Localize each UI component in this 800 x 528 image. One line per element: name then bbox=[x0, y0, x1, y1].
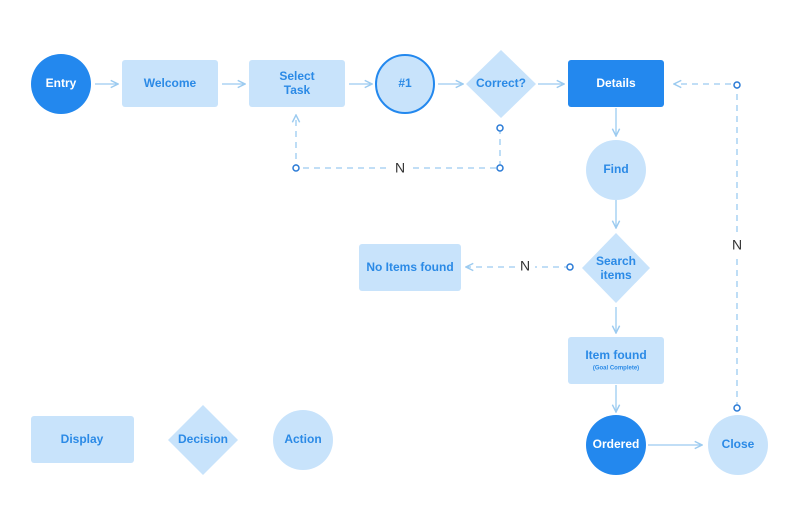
node-select-task[interactable]: Select Task bbox=[249, 60, 345, 107]
node-close-shape bbox=[708, 415, 768, 475]
node-correct[interactable]: Correct? bbox=[466, 50, 536, 118]
edge-label-search-no: N bbox=[520, 258, 530, 274]
node-select-task-label-2: Task bbox=[284, 83, 311, 97]
node-search-items-shape bbox=[582, 233, 650, 303]
node-ordered-label: Ordered bbox=[593, 437, 640, 451]
dot-loop-left bbox=[292, 164, 300, 172]
node-ordered-shape bbox=[586, 415, 646, 475]
node-search-items-label-1: Search bbox=[596, 254, 636, 268]
node-welcome-shape bbox=[122, 60, 218, 107]
node-no-items-found-shape bbox=[359, 244, 461, 291]
node-search-items[interactable]: Search items bbox=[582, 233, 650, 303]
node-step-one[interactable]: #1 bbox=[375, 54, 435, 114]
legend: Display Decision Action bbox=[31, 405, 333, 475]
dot-close-loop-corner bbox=[733, 81, 741, 89]
legend-action-shape bbox=[273, 410, 333, 470]
edge-label-bg bbox=[390, 159, 410, 177]
node-welcome[interactable]: Welcome bbox=[122, 60, 218, 107]
node-details[interactable]: Details bbox=[568, 60, 664, 107]
node-details-shape bbox=[568, 60, 664, 107]
node-select-task-shape bbox=[249, 60, 345, 107]
legend-decision: Decision bbox=[168, 405, 238, 475]
legend-action: Action bbox=[273, 410, 333, 470]
nodes: Entry Welcome Select Task #1 Correct? De… bbox=[31, 50, 768, 475]
edge-label-bg bbox=[515, 258, 535, 276]
node-search-items-label-2: items bbox=[600, 268, 632, 282]
node-step-one-label: #1 bbox=[398, 76, 412, 90]
node-item-found-label: Item found bbox=[585, 348, 646, 362]
legend-display-shape bbox=[31, 416, 134, 463]
dot-loop-right bbox=[496, 164, 504, 172]
edge-label-correct-no: N bbox=[395, 160, 405, 176]
node-item-found-shape bbox=[568, 337, 664, 384]
node-find[interactable]: Find bbox=[586, 140, 646, 200]
dot-close-top bbox=[733, 404, 741, 412]
node-correct-shape bbox=[466, 50, 536, 118]
node-no-items-found-label: No Items found bbox=[366, 260, 453, 274]
node-close[interactable]: Close bbox=[708, 415, 768, 475]
node-find-label: Find bbox=[603, 162, 628, 176]
legend-display-label: Display bbox=[61, 432, 104, 446]
node-details-label: Details bbox=[596, 76, 636, 90]
node-item-found-sublabel: (Goal Complete) bbox=[593, 366, 639, 372]
legend-display: Display bbox=[31, 416, 134, 463]
edge-label-bg bbox=[727, 237, 747, 255]
node-ordered[interactable]: Ordered bbox=[586, 415, 646, 475]
dot-correct-bottom bbox=[496, 124, 504, 132]
node-entry-shape bbox=[31, 54, 91, 114]
node-item-found[interactable]: Item found (Goal Complete) bbox=[568, 337, 664, 384]
edge-label-close-no: N bbox=[732, 237, 742, 253]
node-entry[interactable]: Entry bbox=[31, 54, 91, 114]
node-close-label: Close bbox=[722, 437, 755, 451]
dot-search-left bbox=[566, 263, 574, 271]
node-no-items-found[interactable]: No Items found bbox=[359, 244, 461, 291]
legend-decision-shape bbox=[168, 405, 238, 475]
legend-decision-label: Decision bbox=[178, 432, 228, 446]
node-find-shape bbox=[586, 140, 646, 200]
node-step-one-shape bbox=[375, 54, 435, 114]
node-correct-label: Correct? bbox=[476, 76, 526, 90]
node-select-task-label-1: Select bbox=[279, 69, 314, 83]
connector-dots bbox=[292, 81, 741, 412]
node-welcome-label: Welcome bbox=[144, 76, 197, 90]
edge-labels: N N N bbox=[390, 159, 747, 276]
legend-action-label: Action bbox=[284, 432, 321, 446]
node-entry-label: Entry bbox=[46, 76, 77, 90]
